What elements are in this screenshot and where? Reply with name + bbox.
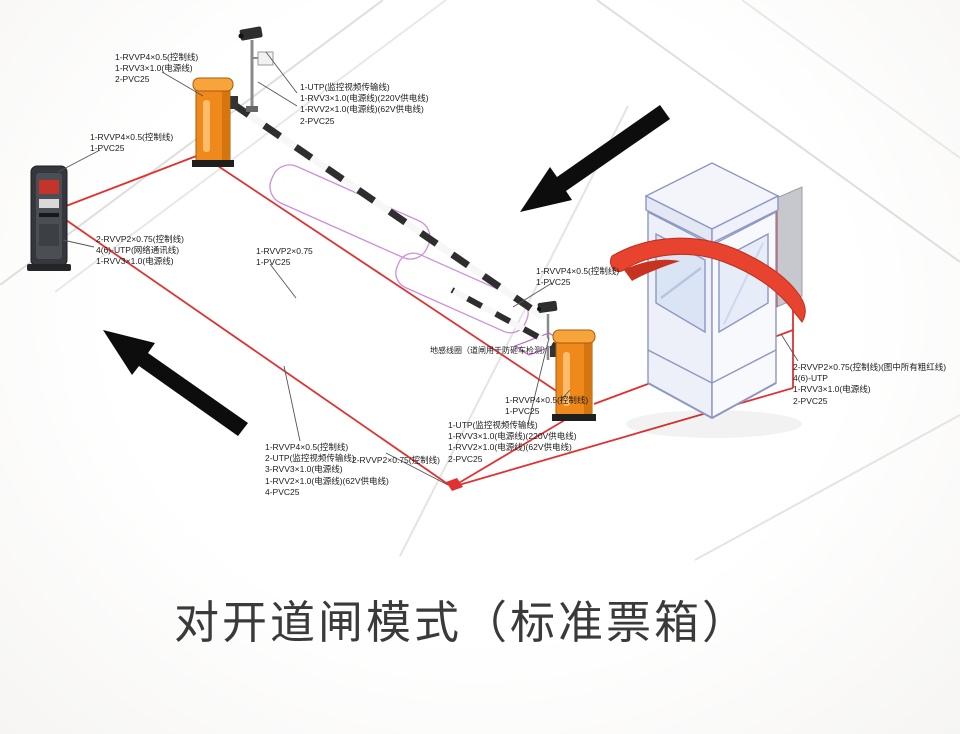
cable-label-camera2: 1-UTP(监控视频传输线) 1-RVV3×1.0(电源线)(220V供电线) … <box>448 420 577 464</box>
barrier-gate-2 <box>449 287 596 421</box>
cable-label-trunk-extra: 2-RVVP2×0.75(控制线) <box>352 455 440 465</box>
cable-label-trunk: 1-RVVP4×0.5(控制线) 2-UTP(监控视频传输线) 3-RVV3×1… <box>265 442 389 497</box>
cable-label-junction-left: 2-RVVP2×0.75(控制线) 4(6)-UTP(网络通讯线) 1-RVV3… <box>96 234 184 267</box>
direction-arrow-out <box>103 330 248 436</box>
booth-roof-front-right <box>711 194 779 245</box>
ground-loop-note: 地感线圈（道闸用于防砸车检测） <box>430 346 550 355</box>
camera-2-icon <box>537 300 558 313</box>
diagram-title: 对开道闸模式（标准票箱） <box>173 597 750 648</box>
label-leader-lines <box>57 51 799 486</box>
ticket-dispenser-keypad <box>39 199 59 208</box>
cable-label-booth: 2-RVVP2×0.75(控制线)(图中所有粗红线) 4(6)-UTP 1-RV… <box>793 362 947 406</box>
gate2-base <box>552 414 596 421</box>
toll-booth <box>644 162 780 420</box>
red-canopy <box>610 237 806 323</box>
ticket-dispenser <box>27 165 71 271</box>
ticket-slot <box>39 213 59 217</box>
camera-pole-2 <box>537 300 558 360</box>
cable-label-gate1: 1-RVVP4×0.5(控制线) 1-RVV3×1.0(电源线) 2-PVC25 <box>115 52 199 85</box>
direction-arrow-in <box>520 105 670 212</box>
cable-label-island: 1-RVVP2×0.75 1-PVC25 <box>256 246 313 268</box>
camera-pole-1 <box>238 26 274 112</box>
red-cable-network <box>65 154 794 488</box>
ticket-dispenser-screen <box>39 180 59 194</box>
cable-label-camera1: 1-UTP(监控视频传输线) 1-RVV3×1.0(电源线)(220V供电线) … <box>300 82 429 126</box>
cable-label-ticket-machine: 1-RVVP4×0.5(控制线) 1-PVC25 <box>90 132 174 154</box>
ticket-dispenser-base <box>27 264 71 271</box>
junction-node <box>446 478 463 491</box>
sign-board <box>257 51 274 66</box>
cable-label-gate2: 1-RVVP4×0.5(控制线) 1-PVC25 <box>505 395 589 417</box>
red-canopy-fold <box>624 259 680 281</box>
barrier-gate-1 <box>192 77 546 320</box>
gate1-base <box>192 160 234 167</box>
cable-label-gate2-arm: 1-RVVP4×0.5(控制线) 1-PVC25 <box>536 266 620 288</box>
booth-shadow <box>626 410 802 438</box>
camera-1-icon <box>238 26 263 41</box>
